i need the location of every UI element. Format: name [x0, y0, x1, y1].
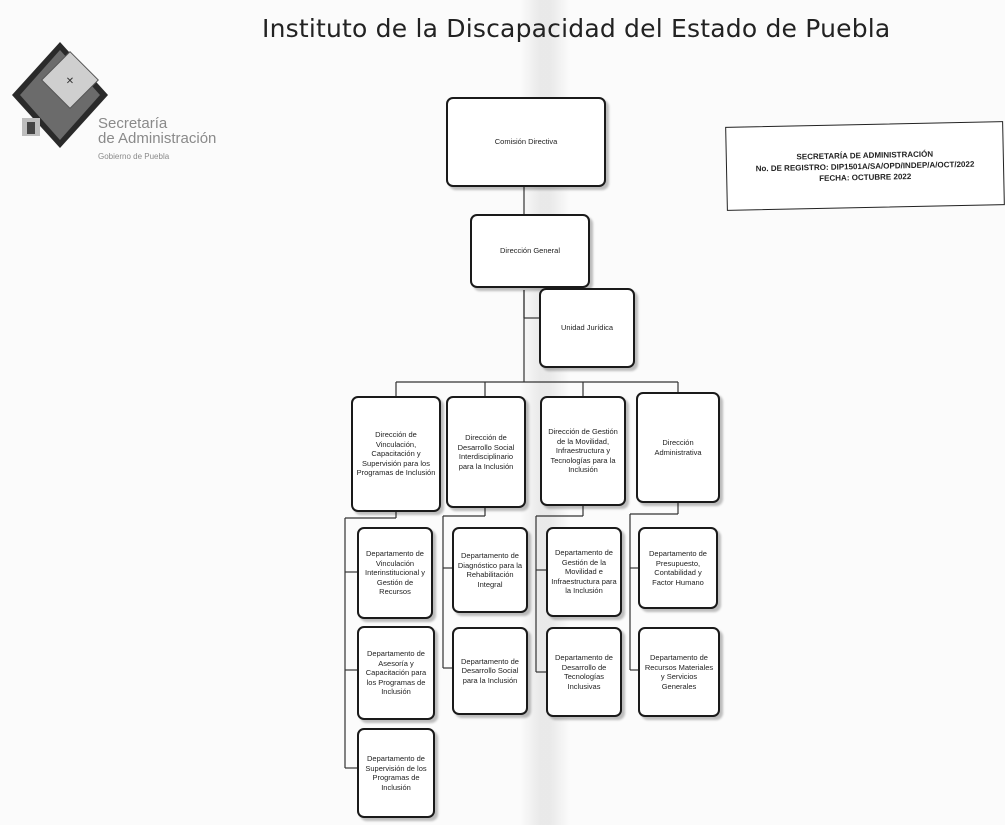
- department-label: Departamento de Asesoría y Capacitación …: [365, 649, 427, 697]
- logo-line-3: Gobierno de Puebla: [98, 152, 170, 161]
- box-unidad-juridica: Unidad Jurídica: [539, 288, 635, 368]
- box-depto-desarrollo-social: Departamento de Desarrollo Social para l…: [452, 627, 528, 715]
- comision-label: Comisión Directiva: [494, 137, 558, 147]
- department-label: Departamento de Presupuesto, Contabilida…: [649, 549, 707, 587]
- direction-label: Dirección de Desarrollo Social Interdisc…: [457, 433, 515, 471]
- box-direccion-desarrollo-social: Dirección de Desarrollo Social Interdisc…: [446, 396, 526, 508]
- box-direccion-general: Dirección General: [470, 214, 590, 288]
- unidad-juridica-label: Unidad Jurídica: [560, 323, 614, 333]
- department-label: Departamento de Recursos Materiales y Se…: [644, 653, 714, 691]
- department-label: Departamento de Supervisión de los Progr…: [365, 754, 427, 792]
- box-depto-asesoria-capacitacion: Departamento de Asesoría y Capacitación …: [357, 626, 435, 720]
- svg-text:✕: ✕: [66, 76, 74, 87]
- logo-text: Secretaría de Administración Gobierno de…: [98, 116, 216, 164]
- department-label: Departamento de Desarrollo de Tecnología…: [555, 653, 613, 691]
- department-label: Departamento de Vinculación Interinstitu…: [364, 549, 426, 597]
- box-direccion-administrativa: Dirección Administrativa: [636, 392, 720, 503]
- box-depto-vinculacion-interinstitucional: Departamento de Vinculación Interinstitu…: [357, 527, 433, 619]
- box-depto-diagnostico: Departamento de Diagnóstico para la Reha…: [452, 527, 528, 613]
- department-label: Departamento de Diagnóstico para la Reha…: [457, 551, 523, 589]
- page-title: Instituto de la Discapacidad del Estado …: [262, 14, 891, 43]
- box-direccion-vinculacion: Dirección de Vinculación, Capacitación y…: [351, 396, 441, 512]
- logo-line-2: de Administración: [98, 130, 217, 147]
- direction-label: Dirección de Vinculación, Capacitación y…: [356, 430, 436, 478]
- government-logo-emblem: ✕: [10, 40, 110, 175]
- box-depto-tecnologias: Departamento de Desarrollo de Tecnología…: [546, 627, 622, 717]
- box-depto-recursos-materiales: Departamento de Recursos Materiales y Se…: [638, 627, 720, 717]
- logo-line-1: Secretaría: [98, 115, 168, 132]
- department-label: Departamento de Desarrollo Social para l…: [461, 656, 519, 685]
- department-label: Departamento de Gestión de la Movilidad …: [551, 548, 617, 596]
- box-depto-movilidad-infraestructura: Departamento de Gestión de la Movilidad …: [546, 527, 622, 617]
- box-depto-presupuesto: Departamento de Presupuesto, Contabilida…: [638, 527, 718, 609]
- box-direccion-movilidad: Dirección de Gestión de la Movilidad, In…: [540, 396, 626, 506]
- direction-label: Dirección Administrativa: [654, 438, 702, 457]
- box-comision-directiva: Comisión Directiva: [446, 97, 606, 187]
- direccion-general-label: Dirección General: [499, 246, 561, 256]
- direction-label: Dirección de Gestión de la Movilidad, In…: [548, 427, 618, 475]
- box-depto-supervision: Departamento de Supervisión de los Progr…: [357, 728, 435, 818]
